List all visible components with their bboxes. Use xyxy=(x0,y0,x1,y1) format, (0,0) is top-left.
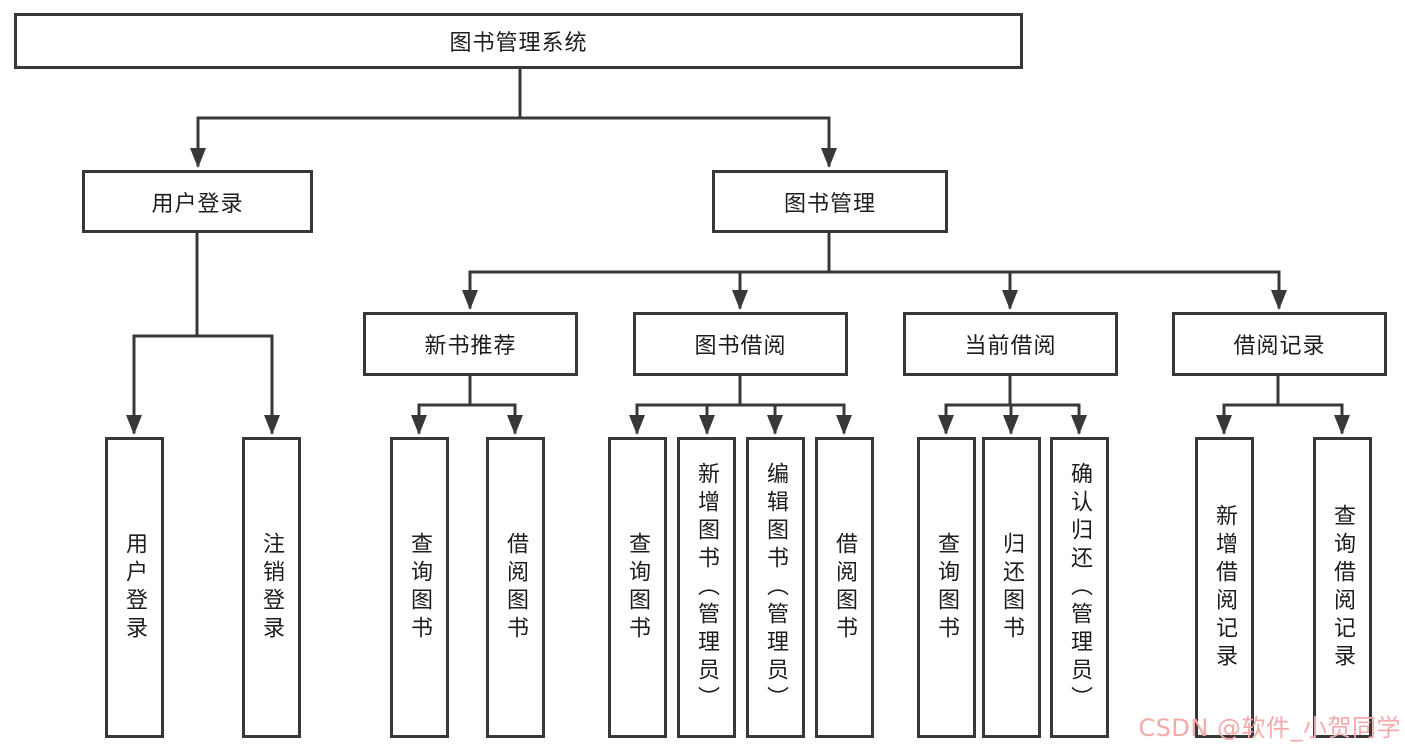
node-logout-leaf: 注销登录 xyxy=(242,437,301,738)
node-label: 查询图书 xyxy=(625,531,651,644)
node-borrow-books: 借阅图书 xyxy=(486,437,545,738)
node-label: 编辑图书（管理员） xyxy=(763,461,789,714)
node-add-borrow-record: 新增借阅记录 xyxy=(1195,437,1254,738)
node-borrow-books: 借阅图书 xyxy=(815,437,874,738)
node-borrowing-records: 借阅记录 xyxy=(1172,312,1387,376)
node-label: 图书管理系统 xyxy=(449,31,588,56)
node-label: 用户登录 xyxy=(151,191,244,217)
node-confirm-return-admin: 确认归还（管理员） xyxy=(1050,437,1109,738)
node-label: 图书借阅 xyxy=(694,334,787,359)
node-label: 新增借阅记录 xyxy=(1212,503,1238,672)
node-return-book: 归还图书 xyxy=(982,437,1041,738)
node-edit-book-admin: 编辑图书（管理员） xyxy=(746,437,805,738)
node-label: 新增图书（管理员） xyxy=(694,461,720,714)
node-label: 查询图书 xyxy=(407,531,433,644)
node-add-book-admin: 新增图书（管理员） xyxy=(677,437,736,738)
node-label: 借阅记录 xyxy=(1233,334,1326,359)
node-query-borrow-record: 查询借阅记录 xyxy=(1313,437,1372,738)
node-label: 新书推荐 xyxy=(424,334,517,359)
node-library-management-system: 图书管理系统 xyxy=(14,13,1023,69)
node-user-login: 用户登录 xyxy=(82,170,313,233)
node-label: 查询图书 xyxy=(934,531,960,644)
node-query-books: 查询图书 xyxy=(917,437,976,738)
node-book-borrowing: 图书借阅 xyxy=(633,312,848,376)
node-book-management: 图书管理 xyxy=(712,170,948,233)
node-label: 借阅图书 xyxy=(832,531,858,644)
node-label: 图书管理 xyxy=(783,191,876,217)
node-label: 归还图书 xyxy=(999,531,1025,644)
node-label: 当前借阅 xyxy=(964,334,1057,359)
node-label: 查询借阅记录 xyxy=(1330,503,1356,672)
node-label: 借阅图书 xyxy=(503,531,529,644)
node-query-books: 查询图书 xyxy=(390,437,449,738)
node-current-borrowing: 当前借阅 xyxy=(903,312,1118,376)
node-query-books: 查询图书 xyxy=(608,437,667,738)
node-label: 注销登录 xyxy=(259,531,285,644)
node-new-book-recommendation: 新书推荐 xyxy=(363,312,578,376)
node-label: 用户登录 xyxy=(122,531,148,644)
node-user-login-leaf: 用户登录 xyxy=(105,437,164,738)
csdn-watermark: CSDN @软件_小贺同学 xyxy=(1138,714,1401,742)
node-label: 确认归还（管理员） xyxy=(1067,461,1093,714)
